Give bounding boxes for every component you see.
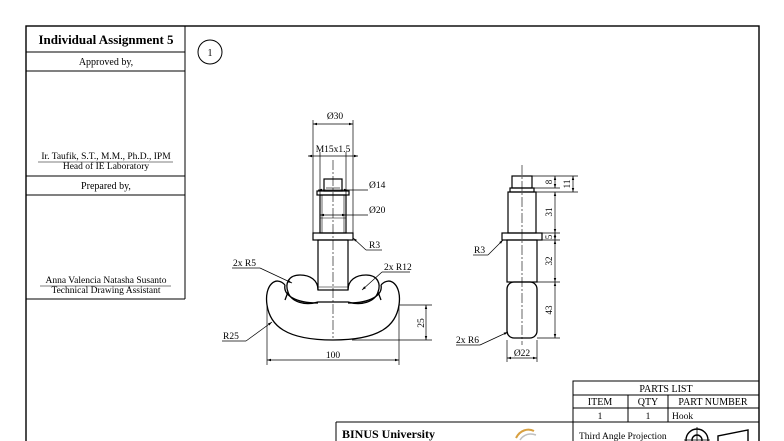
approved-label: Approved by,	[79, 57, 133, 68]
parts-row-item: 1	[598, 412, 603, 422]
dim-side-h3: 31	[544, 208, 554, 217]
side-view	[501, 165, 543, 345]
dim-hook-inner: 2x R5	[233, 259, 256, 269]
dim-side-bottom: 2x R6	[456, 336, 479, 346]
side-dimensions	[456, 175, 578, 362]
dim-side-h5: 32	[544, 257, 554, 266]
approval-block	[26, 26, 186, 300]
dim-shank-lower: Ø20	[369, 206, 386, 216]
prepared-label: Prepared by,	[81, 181, 131, 192]
parts-header-item: ITEM	[588, 397, 613, 408]
parts-header-qty: QTY	[638, 397, 659, 408]
view-balloon: 1	[197, 39, 223, 65]
dim-fillet-front: R3	[369, 241, 380, 251]
dim-hook-bottom: R25	[223, 332, 239, 342]
parts-header-part-number: PART NUMBER	[678, 397, 747, 408]
preparer-name: Anna Valencia Natasha Susanto	[46, 276, 167, 286]
dim-top-diameter: Ø30	[327, 112, 344, 122]
dim-side-h4: 5	[544, 234, 554, 239]
parts-row-qty: 1	[646, 412, 651, 422]
dim-overall-width: 100	[326, 351, 341, 361]
projection-label: Third Angle Projection	[579, 432, 667, 441]
view-balloon-number: 1	[208, 48, 213, 59]
dim-side-fillet: R3	[474, 246, 485, 256]
dim-hook-outer: 2x R12	[384, 263, 412, 273]
approver-name: Ir. Taufik, S.T., M.M., Ph.D., IPM	[41, 151, 171, 162]
dim-side-h1: 8	[544, 179, 554, 184]
sheet-border	[25, 25, 760, 441]
footer-block	[335, 421, 759, 441]
dim-side-diameter: Ø22	[514, 349, 531, 359]
preparer-role: Technical Drawing Assistant	[51, 286, 160, 296]
dim-hook-height: 25	[417, 318, 427, 328]
university-name: BINUS University	[342, 427, 435, 441]
dim-side-h2: 11	[562, 180, 572, 189]
dim-shank-upper: Ø14	[369, 181, 386, 191]
parts-row-part-number: Hook	[672, 412, 693, 422]
front-dimensions	[222, 120, 432, 365]
approver-role: Head of IE Laboratory	[63, 161, 150, 172]
dim-side-h6: 43	[544, 305, 554, 315]
parts-list-title: PARTS LIST	[639, 384, 692, 395]
university-logo-icon	[515, 428, 537, 441]
dim-thread: M15x1.5	[316, 145, 351, 155]
assignment-title: Individual Assignment 5	[38, 32, 174, 47]
third-angle-projection-icon	[684, 427, 749, 441]
